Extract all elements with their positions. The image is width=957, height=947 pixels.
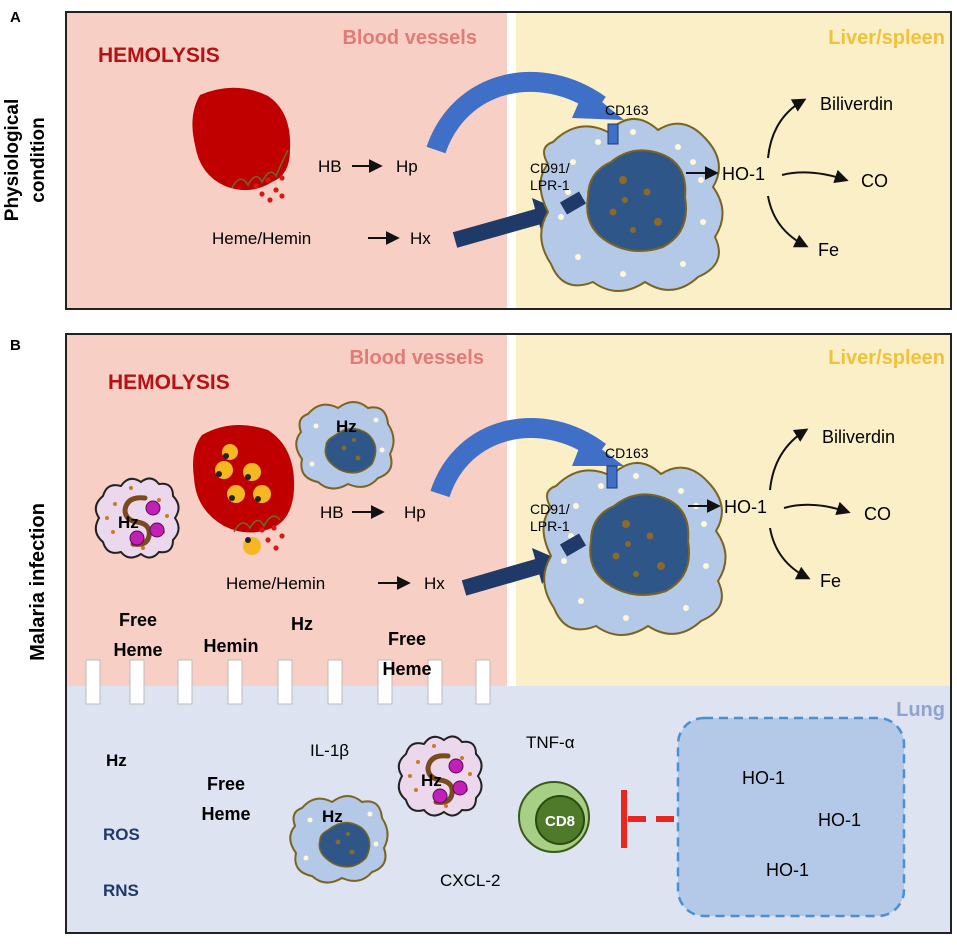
ho1-box-label-2: HO-1 [818, 810, 861, 830]
panel-b-fe-arrow [769, 527, 811, 580]
panel-b-co-arrow [783, 501, 851, 516]
panel-b-hemolysis-title: HEMOLYSIS [108, 371, 230, 394]
panel-b-cd163-receptor [606, 465, 618, 489]
panel-a-cd91-label-2: LPR-1 [530, 177, 570, 193]
panel-b-hp-transport-arrow [430, 418, 607, 498]
panel-b-hx-label: Hx [424, 574, 445, 593]
lung-ros-label: ROS [103, 825, 140, 844]
panel-a-letter: A [10, 9, 21, 26]
panel-a-biliverdin-arrow [767, 98, 807, 159]
vessel-wall [85, 659, 491, 705]
panel-a-side-label-1: Physiological [2, 99, 23, 221]
lung-hz-label: Hz [106, 751, 127, 770]
lung-hz-cell-label: Hz [421, 771, 442, 790]
panel-a-liver-spleen-label: Liver/spleen [828, 27, 945, 49]
panel-b-cd163-label: CD163 [605, 445, 649, 461]
panel-b-co-label: CO [864, 504, 891, 524]
panel-a-co-arrow [781, 169, 849, 184]
panel-b-fe-label: Fe [820, 571, 841, 591]
panel-a-cd91-label-1: CD91/ [530, 160, 570, 176]
panel-b-hemin-label: Hemin [203, 636, 258, 656]
panel-b: B Malaria infection HEMOLYSIS Blood vess… [10, 333, 952, 934]
panel-b-cd91-label-1: CD91/ [530, 501, 570, 517]
panel-b-hz-macrophage-icon [295, 401, 395, 490]
panel-a-border [65, 11, 952, 310]
panel-a-cd91-receptor [559, 191, 587, 215]
panel-a-fe-arrow [767, 195, 809, 248]
lung-macrophage-hz-label: Hz [322, 807, 343, 826]
lung-rns-label: RNS [103, 881, 139, 900]
panel-b-liver-spleen-label: Liver/spleen [828, 347, 945, 369]
panel-b-hp-arrowhead [572, 436, 624, 466]
panel-a-side-label-2: condition [28, 117, 49, 202]
cd8-label: CD8 [545, 813, 575, 830]
panel-b-hb-label: HB [320, 503, 344, 522]
ho1-expression-box [676, 716, 906, 918]
panel-b-ho1-label: HO-1 [724, 497, 767, 517]
cd8-t-cell-icon [518, 781, 590, 853]
panel-b-letter: B [10, 337, 21, 354]
panel-b-free-hz-label: Hz [291, 614, 313, 634]
panel-b-biliverdin-label: Biliverdin [822, 427, 895, 447]
lung-tnfa-label: TNF-α [526, 733, 575, 752]
panel-b-cd91-receptor [559, 533, 587, 557]
panel-a-cd163-label: CD163 [605, 102, 649, 118]
panel-a-biliverdin-label: Biliverdin [820, 94, 893, 114]
panel-b-heme-hemin-label: Heme/Hemin [226, 574, 325, 593]
panel-b-hx-transport-arrow [461, 558, 543, 596]
panel-b-free-heme-1-line2: Heme [113, 640, 162, 660]
panel-a-hx-transport-arrow [452, 208, 543, 248]
ho1-box-label-3: HO-1 [766, 860, 809, 880]
panel-b-side-label: Malaria infection [27, 503, 49, 661]
panel-a-hb-label: HB [318, 157, 342, 176]
lung-cxcl2-label: CXCL-2 [440, 871, 500, 890]
panel-b-free-heme-2-line1: Free [388, 629, 426, 649]
panel-b-biliverdin-arrow [769, 428, 809, 491]
panel-b-free-heme-1-line1: Free [119, 610, 157, 630]
panel-a-blood-vessels-label: Blood vessels [342, 27, 477, 49]
panel-a-hp-arrowhead [572, 88, 624, 120]
lung-free-heme-line2: Heme [201, 804, 250, 824]
panel-b-cd91-label-2: LPR-1 [530, 518, 570, 534]
panel-a-ho1-label: HO-1 [722, 164, 765, 184]
panel-a-hx-label: Hx [410, 229, 431, 248]
panel-a-cd163-receptor [607, 123, 619, 145]
infected-red-blood-cell-icon [193, 425, 295, 555]
panel-b-border [65, 333, 952, 934]
panel-a-hemolysis-title: HEMOLYSIS [98, 44, 220, 67]
panel-a: A Physiological condition HEMOLYSIS Bloo… [2, 9, 952, 310]
panel-a-co-label: CO [861, 171, 888, 191]
panel-b-hz-cell-label: Hz [118, 513, 139, 532]
panel-b-hp-label: Hp [404, 503, 426, 522]
panel-b-blood-vessels-label: Blood vessels [349, 347, 484, 369]
lung-il1b-label: IL-1β [310, 741, 349, 760]
lung-free-heme-line1: Free [207, 774, 245, 794]
panel-b-lung-label: Lung [896, 699, 945, 721]
panel-b-free-heme-2-line2: Heme [382, 659, 431, 679]
panel-a-hp-transport-arrow [426, 71, 606, 154]
red-blood-cell-icon [192, 87, 291, 203]
panel-a-fe-label: Fe [818, 240, 839, 260]
panel-a-hp-label: Hp [396, 157, 418, 176]
panel-a-heme-hemin-label: Heme/Hemin [212, 229, 311, 248]
ho1-box-label-1: HO-1 [742, 768, 785, 788]
panel-b-macrophage-hz-label: Hz [336, 417, 357, 436]
